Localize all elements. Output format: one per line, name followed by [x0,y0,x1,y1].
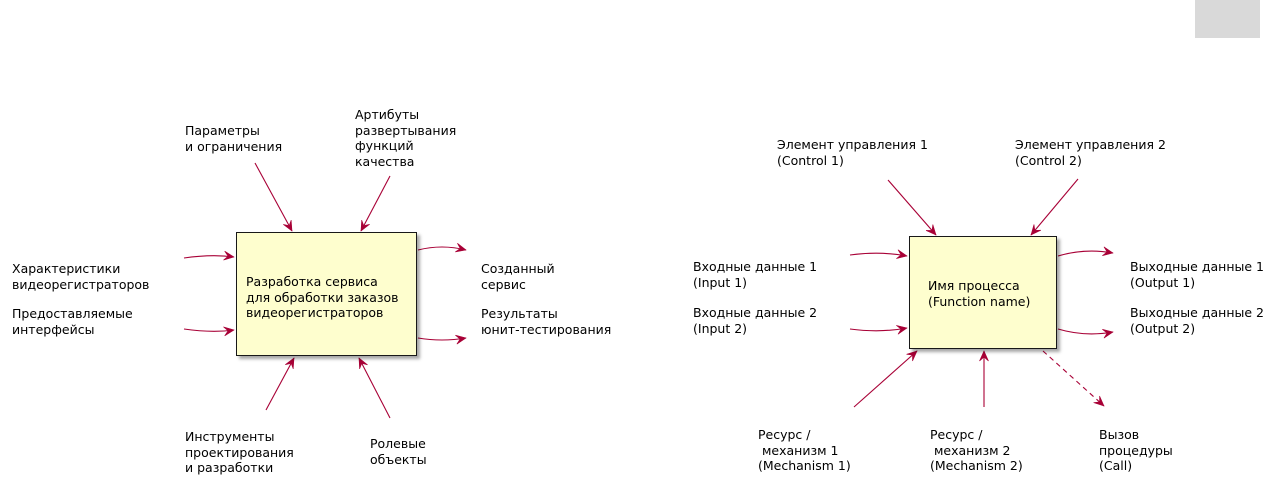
right-output-2-arrow-head [1102,329,1114,339]
left-control-2-arrow [360,175,391,232]
right-mechanism-2-label: Ресурс / механизм 2 (Mechanism 2) [930,427,1023,473]
right-control-1-label: Элемент управления 1 (Control 1) [777,137,928,168]
right-mechanism-1-arrow [853,350,918,408]
right-control-2-arrow-head [1030,224,1042,236]
left-mechanism-2-label: Ролевые объекты [370,436,427,467]
right-output-1-label: Выходные данные 1 (Output 1) [1130,259,1264,290]
left-input-1-arrow-head [223,250,235,261]
left-output-1-arrow-head [455,242,467,253]
right-control-1-arrow-head [925,224,937,236]
right-input-1-label: Входные данные 1 (Input 1) [693,259,818,290]
right-control-2-arrow [1030,178,1079,236]
right-input-1-arrow-head [896,249,908,259]
left-control-2-arrow-head [360,219,370,232]
left-mechanism-2-arrow-head [358,357,368,370]
left-output-1-label: Созданный сервис [481,261,555,292]
right-control-1-arrow [887,179,937,236]
right-mechanism-2-arrow-head [979,350,989,362]
right-input-1-arrow [849,252,908,257]
right-output-2-label: Выходные данные 2 (Output 2) [1130,305,1264,336]
right-call-label: Вызов процедуры (Call) [1099,427,1173,473]
left-function-name: Разработка сервиса для обработки заказов… [246,274,399,320]
left-control-2-label: Артибуты развертывания функций качества [355,107,457,169]
right-call-arrow-head [1093,395,1105,407]
left-output-2-arrow-head [455,334,467,345]
right-input-2-arrow-head [896,325,908,335]
left-mechanism-1-arrow-head [285,357,295,370]
right-mechanism-1-label: Ресурс / механизм 1 (Mechanism 1) [758,427,851,473]
right-call-arrow [1042,350,1105,407]
left-function-box: Разработка сервиса для обработки заказов… [236,232,417,356]
left-mechanism-1-label: Инструменты проектирования и разработки [185,429,294,475]
left-input-2-label: Предоставляемые интерфейсы [12,306,133,337]
left-input-1-label: Характеристики видеорегистраторов [12,261,150,292]
left-mechanism-2-arrow [358,357,391,419]
left-control-1-arrow-head [283,219,293,232]
right-input-2-label: Входные данные 2 (Input 2) [693,305,818,336]
left-control-1-arrow [254,162,293,232]
right-input-2-arrow [849,327,908,332]
corner-button[interactable] [1195,0,1260,38]
left-input-2-arrow-head [223,326,235,337]
right-function-name: Имя процесса (Function name) [928,278,1031,309]
right-function-box: Имя процесса (Function name) [909,236,1057,349]
left-output-2-label: Результаты юнит-тестирования [481,306,612,337]
left-mechanism-1-arrow [265,357,295,411]
left-control-1-label: Параметры и ограничения [185,123,283,154]
right-mechanism-1-arrow-head [906,350,918,362]
right-output-1-arrow-head [1102,246,1114,256]
right-control-2-label: Элемент управления 2 (Control 2) [1015,137,1166,168]
